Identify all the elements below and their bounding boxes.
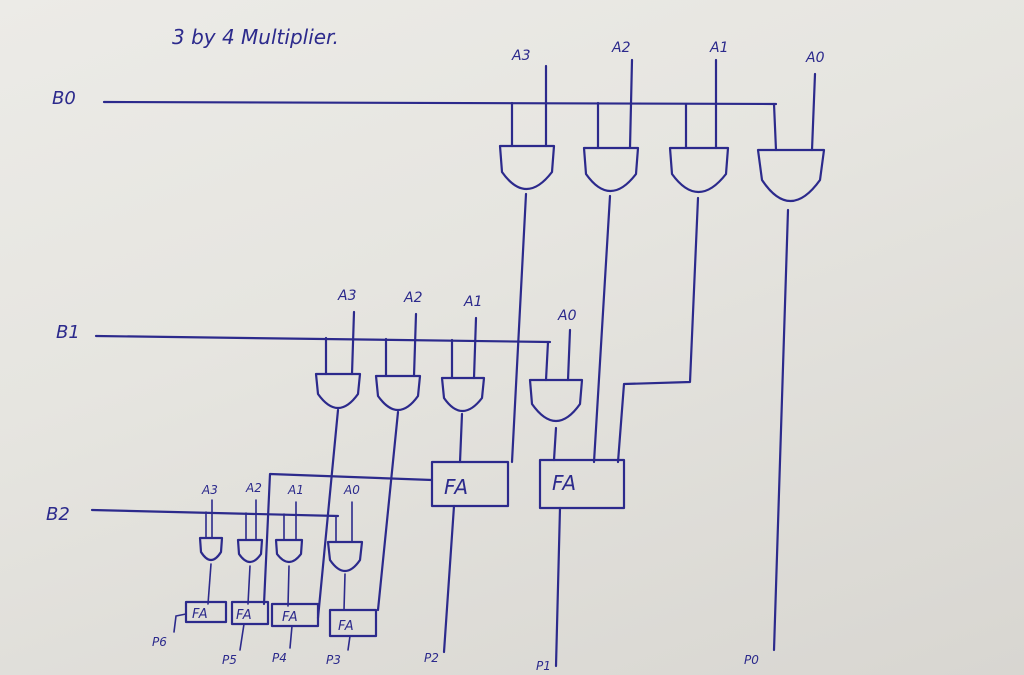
b0-input-a2: A2: [611, 40, 631, 56]
fa-small-4-out-p3: [347, 635, 351, 651]
b0-tap-4: [772, 102, 778, 152]
row-label-b2: B2: [46, 504, 70, 525]
fa-small-4-label: FA: [338, 619, 354, 634]
b1-g4-out: [552, 426, 558, 462]
output-p3: P3: [326, 653, 341, 667]
fa-small-3-label: FA: [282, 610, 298, 625]
full-adder-small-1: [184, 600, 228, 624]
output-p0: P0: [744, 653, 759, 667]
row-label-b1: B1: [56, 322, 80, 343]
output-p5: P5: [222, 653, 237, 667]
and-gate-b0-a2: [582, 146, 640, 192]
b2-g4-out: [343, 573, 346, 611]
b1-input-a2: A2: [403, 290, 423, 306]
full-adder-small-4: [328, 608, 378, 638]
b0-input-a1: A1: [709, 40, 728, 56]
output-p4: P4: [272, 651, 287, 665]
and-gate-b0-a0: [756, 148, 826, 203]
b0-a2-wire: [628, 58, 634, 150]
and-gate-b2-a3: [198, 536, 224, 562]
diagram-title: 3 by 4 Multiplier.: [172, 25, 339, 49]
and-gate-b0-a3: [498, 144, 556, 190]
fa-big-2-label: FA: [552, 471, 576, 495]
b0-g3-out: [616, 196, 700, 464]
b1-g3-out: [458, 412, 464, 464]
b1-input-a3: A3: [337, 288, 356, 304]
b0-a0-wire: [810, 72, 817, 152]
b2-input-a0: A0: [343, 483, 360, 497]
full-adder-big-2: [538, 458, 626, 510]
output-p6: P6: [152, 635, 167, 649]
fa-small-2-out-p5: [239, 623, 245, 651]
output-p1: P1: [536, 659, 551, 673]
and-gate-b1-a2: [374, 374, 422, 412]
b1-input-a0: A0: [557, 308, 577, 324]
b1-line: [94, 334, 552, 344]
b2-g1-out: [207, 563, 212, 605]
and-gate-b1-a0: [528, 378, 584, 422]
and-gate-b0-a1: [668, 146, 730, 193]
fa-small-3-out-p4: [289, 625, 293, 649]
fa-small-1-out-p6: [173, 613, 187, 633]
b0-g4-out-p0: [772, 208, 790, 652]
full-adder-big-1: [430, 460, 510, 508]
b1-a3-wire: [350, 310, 356, 376]
fa-big-1-carry: [262, 472, 434, 606]
fa-small-1-label: FA: [192, 607, 208, 622]
b1-a2-wire: [412, 312, 418, 378]
and-gate-b2-a0: [326, 540, 364, 573]
and-gate-b1-a3: [314, 372, 362, 410]
b0-input-a0: A0: [805, 50, 825, 66]
b1-a0-wire: [566, 328, 572, 382]
b0-g1-out: [510, 192, 528, 464]
b2-input-a3: A3: [201, 483, 218, 497]
b0-input-a3: A3: [511, 48, 530, 64]
full-adder-small-3: [270, 602, 320, 628]
full-adder-small-2: [230, 600, 270, 626]
b1-g2-out: [376, 410, 400, 612]
b2-g3-out: [287, 565, 290, 607]
and-gate-b2-a1: [274, 538, 304, 564]
b2-input-a1: A1: [287, 483, 304, 497]
fa-small-2-label: FA: [236, 608, 252, 623]
b1-input-a1: A1: [463, 294, 482, 310]
b1-g1-out: [316, 408, 340, 620]
b2-g2-out: [247, 565, 251, 605]
row-label-b0: B0: [52, 88, 76, 109]
b0-line: [102, 100, 778, 106]
b2-line: [90, 508, 340, 518]
b1-a1-wire: [472, 316, 478, 380]
fa-big-2-out-p1: [554, 506, 562, 668]
and-gate-b1-a1: [440, 376, 486, 413]
b2-input-a2: A2: [245, 481, 262, 495]
output-p2: P2: [424, 651, 439, 665]
fa-big-1-label: FA: [444, 475, 468, 499]
fa-big-1-out-p2: [442, 504, 456, 654]
b1-tap-4: [544, 340, 550, 382]
and-gate-b2-a2: [236, 538, 264, 564]
b0-g2-out: [592, 194, 612, 464]
